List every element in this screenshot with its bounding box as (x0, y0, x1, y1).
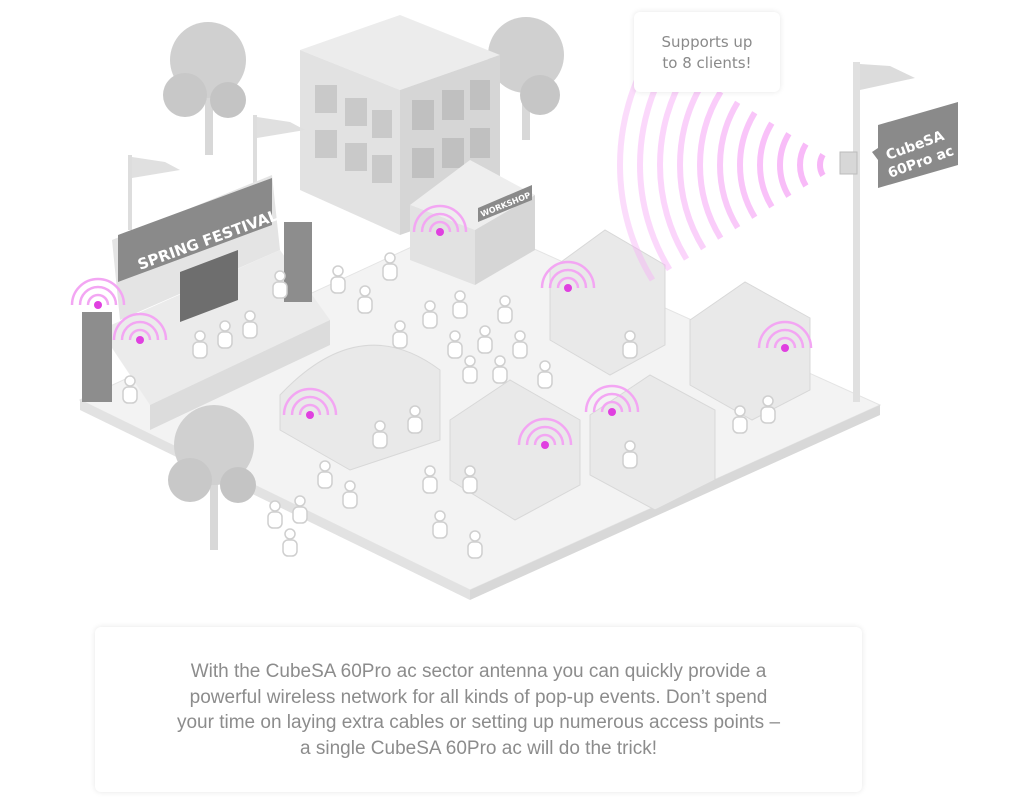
flag-icon (253, 115, 305, 190)
wifi-signal-icon (757, 320, 813, 352)
festival-illustration: SPRING FESTIVAL WORKSHOP CubeSA 60Pro ac (70, 15, 958, 600)
person-icon (382, 252, 398, 281)
person-icon (422, 465, 438, 494)
person-icon (192, 330, 208, 359)
description-line: powerful wireless network for all kinds … (189, 686, 768, 708)
signal-wave (817, 152, 826, 178)
wifi-signal-icon (412, 204, 468, 236)
signal-wave (737, 111, 758, 219)
person-icon (447, 330, 463, 359)
signal-wave (757, 121, 775, 209)
callout-line: to 8 clients! (662, 54, 752, 72)
person-icon (732, 405, 748, 434)
signal-wave (777, 132, 792, 198)
person-icon (622, 440, 638, 469)
wifi-signal-icon (584, 384, 640, 416)
person-icon (330, 265, 346, 294)
person-icon (432, 510, 448, 539)
person-icon (622, 330, 638, 359)
person-icon (497, 295, 513, 324)
tree-icon (488, 17, 564, 140)
description-line: With the CubeSA 60Pro ac sector antenna … (190, 661, 767, 682)
flag-icon (128, 155, 180, 230)
person-icon (512, 330, 528, 359)
person-icon (242, 310, 258, 339)
person-icon (467, 530, 483, 559)
workshop-stall: WORKSHOP (410, 160, 535, 285)
person-icon (217, 320, 233, 349)
tree-icon (163, 22, 246, 155)
signal-wave (797, 142, 809, 188)
speaker-icon (284, 222, 312, 302)
speaker-icon (82, 312, 112, 402)
stage-screen (180, 250, 238, 322)
callout-line: Supports up (661, 33, 753, 51)
wifi-signal-icon (282, 387, 338, 419)
person-icon (292, 495, 308, 524)
stage-sign (118, 178, 272, 282)
person-icon (422, 300, 438, 329)
person-icon (477, 325, 493, 354)
signal-wave (677, 79, 707, 251)
wifi-signal-icon (70, 277, 126, 309)
cubesa-antenna-icon (839, 151, 858, 175)
person-icon (537, 360, 553, 389)
person-icon (342, 480, 358, 509)
wifi-signal-icon (517, 417, 573, 449)
person-icon (407, 405, 423, 434)
tree-icon (168, 405, 256, 550)
person-icon (357, 285, 373, 314)
person-icon (317, 460, 333, 489)
person-icon (462, 465, 478, 494)
person-icon (492, 355, 508, 384)
clients-callout: Supports up to 8 clients! (634, 12, 780, 92)
signal-wave (717, 100, 741, 230)
person-icon (272, 270, 288, 299)
person-icon (452, 290, 468, 319)
wifi-signal-icon (540, 260, 596, 292)
antenna-pole: CubeSA 60Pro ac (839, 62, 958, 402)
description-line: a single CubeSA 60Pro ac will do the tri… (300, 737, 657, 759)
description-line: your time on laying extra cables or sett… (176, 712, 781, 733)
person-icon (392, 320, 408, 349)
person-icon (282, 528, 298, 557)
description-box: With the CubeSA 60Pro ac sector antenna … (95, 627, 862, 792)
ground-edge (470, 405, 880, 600)
wifi-signal-icon (112, 312, 168, 344)
crowd (122, 252, 776, 559)
person-icon (372, 420, 388, 449)
person-icon (122, 375, 138, 404)
wifi-signals (70, 204, 813, 449)
person-icon (462, 355, 478, 384)
signal-wave (697, 90, 724, 240)
person-icon (760, 395, 776, 424)
signal-wave (657, 69, 690, 261)
building (300, 15, 500, 235)
antenna-sign (872, 102, 958, 188)
person-icon (267, 500, 283, 529)
